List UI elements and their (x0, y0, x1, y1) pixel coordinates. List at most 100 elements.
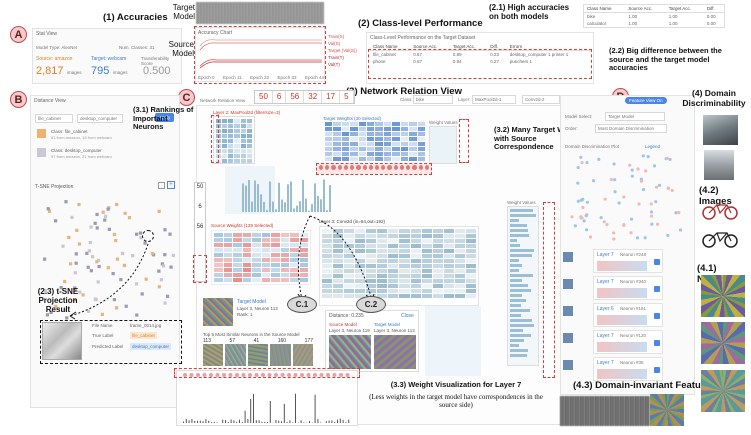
matrix-cell[interactable] (252, 273, 261, 277)
domain-point[interactable] (670, 188, 674, 193)
matrix-cell[interactable] (421, 234, 432, 238)
col-header[interactable]: Class Name (370, 43, 411, 51)
domain-point[interactable] (588, 235, 593, 239)
tsne-point[interactable] (54, 304, 58, 309)
matrix-cell[interactable] (322, 274, 333, 278)
matrix-cell[interactable] (344, 259, 355, 263)
matrix-cell[interactable] (465, 244, 476, 248)
matrix-cell[interactable] (399, 279, 410, 283)
matrix-cell[interactable] (377, 284, 388, 288)
matrix-cell[interactable] (443, 289, 454, 293)
matrix-cell[interactable] (417, 122, 425, 126)
domain-point[interactable] (605, 222, 609, 227)
neuron-checkbox[interactable] (654, 259, 660, 265)
tsne-point[interactable] (135, 232, 139, 236)
matrix-cell[interactable] (358, 142, 367, 146)
close-button[interactable]: Close (401, 313, 414, 319)
matrix-cell[interactable] (388, 239, 399, 243)
matrix-cell[interactable] (377, 239, 388, 243)
neuron-thumb[interactable] (563, 306, 573, 316)
domain-point[interactable] (579, 155, 583, 159)
matrix-cell[interactable] (421, 239, 432, 243)
matrix-cell[interactable] (214, 258, 223, 262)
l7-dot[interactable] (287, 373, 291, 377)
domain-point[interactable] (668, 157, 672, 162)
matrix-cell[interactable] (240, 124, 246, 128)
matrix-cell[interactable] (410, 279, 421, 283)
matrix-cell[interactable] (443, 274, 454, 278)
matrix-cell[interactable] (233, 263, 242, 267)
tsne-point[interactable] (106, 207, 110, 211)
matrix-cell[interactable] (325, 152, 333, 156)
correspondence-dot[interactable] (337, 165, 342, 170)
matrix-cell[interactable] (355, 229, 366, 233)
matrix-cell[interactable] (344, 239, 355, 243)
matrix-cell[interactable] (366, 284, 377, 288)
matrix-cell[interactable] (355, 234, 366, 238)
matrix-cell[interactable] (432, 254, 443, 258)
matrix-cell[interactable] (400, 137, 409, 141)
domain-point[interactable] (611, 231, 616, 235)
matrix-cell[interactable] (223, 238, 232, 242)
domain-point[interactable] (603, 197, 607, 201)
matrix-cell[interactable] (367, 152, 375, 156)
matrix-cell[interactable] (399, 239, 410, 243)
tsne-point[interactable] (77, 202, 81, 207)
matrix-cell[interactable] (261, 238, 270, 242)
tsne-point[interactable] (86, 265, 90, 269)
tsne-point[interactable] (112, 298, 117, 302)
matrix-cell[interactable] (367, 147, 375, 151)
tsne-point[interactable] (163, 253, 167, 257)
l7-dot[interactable] (313, 373, 317, 377)
domain-point[interactable] (573, 224, 577, 228)
matrix-cell[interactable] (366, 279, 377, 283)
matrix-cell[interactable] (454, 269, 465, 273)
matrix-cell[interactable] (280, 248, 289, 252)
domain-point[interactable] (630, 168, 634, 172)
matrix-cell[interactable] (432, 274, 443, 278)
matrix-cell[interactable] (399, 244, 410, 248)
matrix-cell[interactable] (290, 263, 299, 267)
matrix-cell[interactable] (223, 263, 232, 267)
matrix-cell[interactable] (271, 258, 280, 262)
matrix-cell[interactable] (432, 259, 443, 263)
tsne-point[interactable] (44, 289, 48, 293)
similar-id[interactable]: 160 (277, 338, 287, 344)
matrix-cell[interactable] (465, 284, 476, 288)
tsne-point[interactable] (157, 209, 161, 213)
matrix-cell[interactable] (421, 269, 432, 273)
domain-point[interactable] (570, 215, 574, 219)
neuron-thumb[interactable] (563, 279, 573, 289)
domain-point[interactable] (677, 210, 681, 215)
matrix-cell[interactable] (421, 289, 432, 293)
matrix-cell[interactable] (355, 284, 366, 288)
matrix-cell[interactable] (465, 289, 476, 293)
matrix-cell[interactable] (341, 147, 350, 151)
matrix-cell[interactable] (222, 144, 228, 148)
matrix-cell[interactable] (214, 248, 223, 252)
matrix-cell[interactable] (443, 244, 454, 248)
matrix-cell[interactable] (271, 233, 280, 237)
matrix-cell[interactable] (271, 278, 280, 282)
l7-dot[interactable] (274, 373, 278, 377)
tsne-point[interactable] (97, 258, 101, 262)
matrix-cell[interactable] (234, 149, 240, 153)
domain-point[interactable] (666, 186, 670, 190)
matrix-cell[interactable] (246, 144, 252, 148)
matrix-cell[interactable] (383, 132, 392, 136)
matrix-cell[interactable] (358, 152, 367, 156)
tsne-point[interactable] (59, 285, 63, 290)
matrix-cell[interactable] (242, 273, 251, 277)
matrix-cell[interactable] (261, 273, 270, 277)
tsne-point[interactable] (81, 293, 85, 297)
tsne-point[interactable] (112, 232, 116, 237)
matrix-cell[interactable] (355, 274, 366, 278)
matrix-cell[interactable] (299, 243, 308, 247)
tsne-point[interactable] (124, 304, 128, 308)
matrix-cell[interactable] (325, 147, 333, 151)
domain-point[interactable] (612, 162, 616, 166)
matrix-cell[interactable] (375, 147, 383, 151)
tsne-point[interactable] (122, 263, 127, 267)
matrix-cell[interactable] (350, 132, 358, 136)
